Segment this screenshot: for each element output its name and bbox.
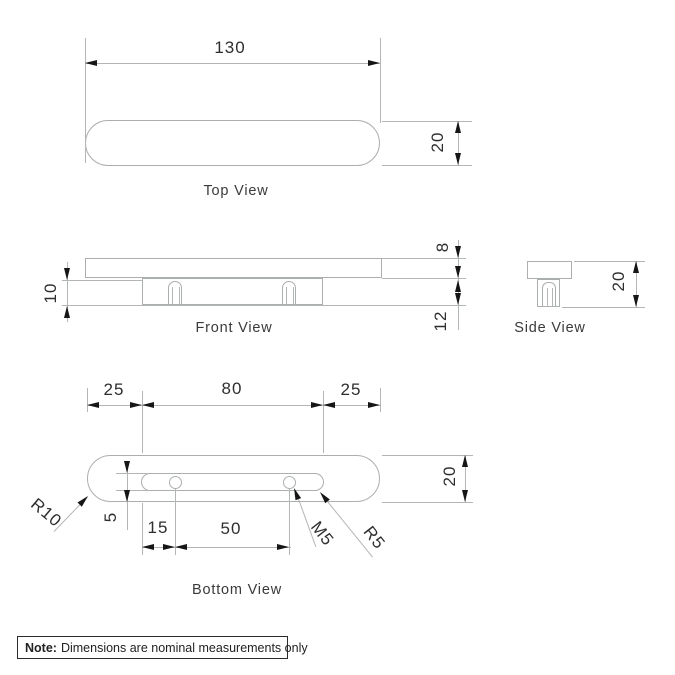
callout-slot-radius: R5 — [359, 522, 390, 553]
arrowhead — [455, 293, 461, 305]
screw-hole — [282, 475, 296, 489]
arrowhead — [64, 306, 70, 318]
extension-line — [323, 391, 324, 453]
arrowhead — [455, 246, 461, 258]
dim-slot-edge: 5 — [101, 511, 120, 523]
arrowhead — [142, 402, 154, 408]
extension-line — [116, 490, 150, 491]
extension-line — [382, 165, 472, 166]
note-prefix: Note: — [25, 640, 57, 655]
extension-line — [289, 489, 290, 555]
arrowhead — [455, 153, 461, 165]
arrowhead — [368, 402, 380, 408]
extension-line — [85, 38, 86, 163]
screw-shank-line — [178, 287, 180, 305]
screw-shank-line — [285, 287, 287, 305]
dim-right-offset: 25 — [340, 380, 362, 399]
arrowhead — [462, 455, 468, 467]
dimension-line — [458, 121, 459, 165]
arrowhead — [142, 544, 154, 550]
arrowhead — [455, 280, 461, 292]
dimension-line — [85, 63, 380, 64]
arrowhead — [455, 121, 461, 133]
arrowhead — [130, 402, 142, 408]
dim-left-offset: 25 — [103, 380, 125, 399]
dim-hole-spacing: 50 — [220, 519, 242, 538]
screw-shank-line — [292, 287, 294, 305]
arrowhead — [277, 544, 289, 550]
arrowhead — [124, 490, 130, 502]
arrowhead — [124, 461, 130, 473]
extension-line — [380, 38, 381, 123]
screw-shank-line — [171, 287, 173, 305]
view-label-bottom: Bottom View — [192, 582, 282, 598]
extension-line — [382, 278, 466, 279]
note-box: Note: Dimensions are nominal measurement… — [17, 636, 308, 659]
arrowhead — [175, 544, 187, 550]
arrowhead — [455, 266, 461, 278]
screw-shank-line — [551, 288, 553, 307]
arrowhead — [87, 402, 99, 408]
extension-line — [175, 489, 176, 555]
arrowhead — [77, 493, 91, 507]
extension-line — [382, 121, 472, 122]
extension-line — [87, 388, 88, 412]
callout-thread: M5 — [307, 517, 338, 550]
extension-line — [574, 261, 645, 262]
dimension-line — [465, 455, 466, 502]
dimension-line — [636, 261, 637, 307]
arrowhead — [64, 268, 70, 280]
view-label-front: Front View — [195, 320, 273, 336]
slot-outline — [141, 473, 324, 491]
extension-line — [62, 280, 142, 281]
extension-line — [562, 307, 645, 308]
dim-slot-length: 80 — [221, 379, 243, 398]
dim-hole-inset: 15 — [147, 518, 169, 537]
handle-outline-top — [85, 120, 380, 166]
extension-line — [116, 473, 150, 474]
dimension-line — [67, 262, 68, 322]
extension-line — [382, 455, 473, 456]
arrowhead — [633, 295, 639, 307]
extension-line — [382, 502, 473, 503]
extension-line — [62, 305, 466, 306]
arrowhead — [368, 60, 380, 66]
screw-outline-side — [542, 282, 556, 307]
screw-shank-line — [546, 288, 548, 307]
arrowhead — [323, 402, 335, 408]
dimension-line — [142, 547, 291, 548]
extension-line — [142, 391, 143, 453]
bar-outline-front — [85, 258, 382, 278]
arrowhead — [311, 402, 323, 408]
extension-line — [142, 503, 143, 555]
extension-line — [380, 388, 381, 412]
note-text: Dimensions are nominal measurements only — [60, 640, 308, 655]
view-label-top: Top View — [203, 183, 269, 199]
dimension-line — [87, 405, 380, 406]
view-label-side: Side View — [514, 320, 586, 336]
screw-hole — [168, 475, 182, 489]
arrowhead — [85, 60, 97, 66]
arrowhead — [163, 544, 175, 550]
extension-line — [382, 258, 466, 259]
dim-length: 130 — [214, 38, 246, 57]
arrowhead — [633, 261, 639, 273]
arrowhead — [462, 490, 468, 502]
dim-width-bottom: 20 — [440, 465, 459, 487]
bar-outline-side — [527, 261, 572, 279]
